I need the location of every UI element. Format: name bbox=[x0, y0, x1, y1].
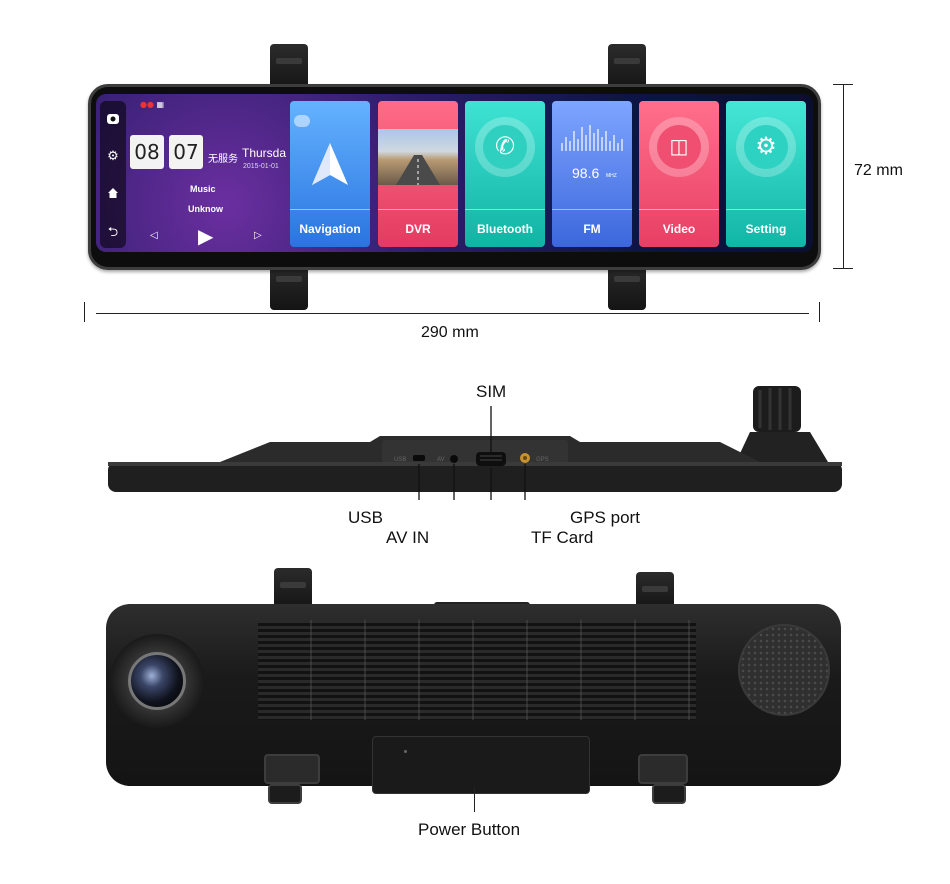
camera-icon[interactable] bbox=[102, 110, 124, 132]
tile-label: Bluetooth bbox=[465, 209, 545, 247]
av-print: AV bbox=[437, 457, 445, 463]
back-icon[interactable]: ⮌ bbox=[107, 224, 119, 239]
play-icon[interactable]: ▶ bbox=[198, 224, 214, 248]
lower-clip bbox=[638, 754, 688, 784]
tf-card-label: TF Card bbox=[531, 528, 594, 547]
status-icons: ●● ▦ bbox=[140, 100, 165, 109]
tile-setting[interactable]: ⚙ Setting bbox=[726, 101, 806, 247]
dimension-tick bbox=[833, 268, 853, 269]
sim-label: SIM bbox=[476, 382, 507, 401]
lower-clip-hook bbox=[652, 784, 686, 804]
home-icon[interactable] bbox=[102, 184, 124, 206]
tile-label: Setting bbox=[726, 209, 806, 247]
mount-clip bbox=[274, 568, 312, 610]
rear-camera-lens bbox=[128, 652, 186, 710]
mount-clip bbox=[636, 572, 674, 610]
speaker-grille bbox=[738, 624, 830, 716]
clock-hour: 08 bbox=[130, 135, 164, 169]
side-nav-bar bbox=[100, 101, 126, 248]
power-callout-line bbox=[474, 786, 475, 812]
navigation-arrow-icon bbox=[312, 143, 348, 185]
dimension-tick bbox=[819, 302, 820, 322]
music-artist: Unknow bbox=[188, 204, 223, 214]
fm-frequency: 98.6 bbox=[572, 165, 600, 181]
height-dimension: 72 mm bbox=[854, 162, 903, 179]
tile-label: DVR bbox=[378, 209, 458, 247]
tile-bluetooth[interactable]: ✆ Bluetooth bbox=[465, 101, 545, 247]
date-text: 2015-01-01 bbox=[243, 163, 279, 170]
power-button-label: Power Button bbox=[418, 820, 521, 839]
next-track-icon[interactable]: ▷ bbox=[254, 230, 262, 241]
tile-navigation[interactable]: Navigation bbox=[290, 101, 370, 247]
power-button-panel[interactable] bbox=[372, 736, 590, 794]
usb-label: USB bbox=[348, 508, 383, 527]
height-dimension-line bbox=[843, 84, 844, 268]
tile-label: FM bbox=[552, 209, 632, 247]
gps-print: GPS bbox=[536, 457, 549, 463]
music-title: Music bbox=[190, 184, 216, 194]
width-dimension: 290 mm bbox=[421, 324, 479, 341]
dimension-tick bbox=[84, 302, 85, 322]
tile-dvr[interactable]: DVR bbox=[378, 101, 458, 247]
radio-wave-icon bbox=[561, 125, 623, 151]
width-dimension-line bbox=[96, 313, 809, 314]
tile-video[interactable]: ◫ Video bbox=[639, 101, 719, 247]
road-camera-icon bbox=[378, 129, 458, 185]
tile-label: Video bbox=[639, 209, 719, 247]
tile-fm[interactable]: 98.6 MHZ FM bbox=[552, 101, 632, 247]
usb-print: USB bbox=[394, 457, 407, 463]
power-indicator bbox=[404, 750, 407, 753]
fm-unit: MHZ bbox=[606, 173, 617, 179]
lower-clip bbox=[264, 754, 320, 784]
previous-track-icon[interactable]: ◁ bbox=[150, 230, 158, 241]
video-camera-icon: ◫ bbox=[657, 125, 701, 169]
phone-icon: ✆ bbox=[483, 125, 527, 169]
tile-label: Navigation bbox=[290, 209, 370, 247]
av-in-label: AV IN bbox=[386, 528, 430, 547]
mount-clip bbox=[608, 262, 646, 310]
gps-port-label: GPS port bbox=[570, 508, 640, 527]
day-name: Thursda bbox=[242, 146, 287, 160]
mount-clip bbox=[270, 262, 308, 310]
gear-icon: ⚙ bbox=[744, 125, 788, 169]
heat-sink-grille bbox=[258, 620, 696, 720]
mirror-bottom-edge-view bbox=[108, 386, 842, 500]
clock-minute: 07 bbox=[169, 135, 203, 169]
no-service-text: 无服务 bbox=[208, 154, 238, 165]
lower-clip-hook bbox=[268, 784, 302, 804]
gear-icon[interactable]: ⚙ bbox=[107, 148, 119, 163]
